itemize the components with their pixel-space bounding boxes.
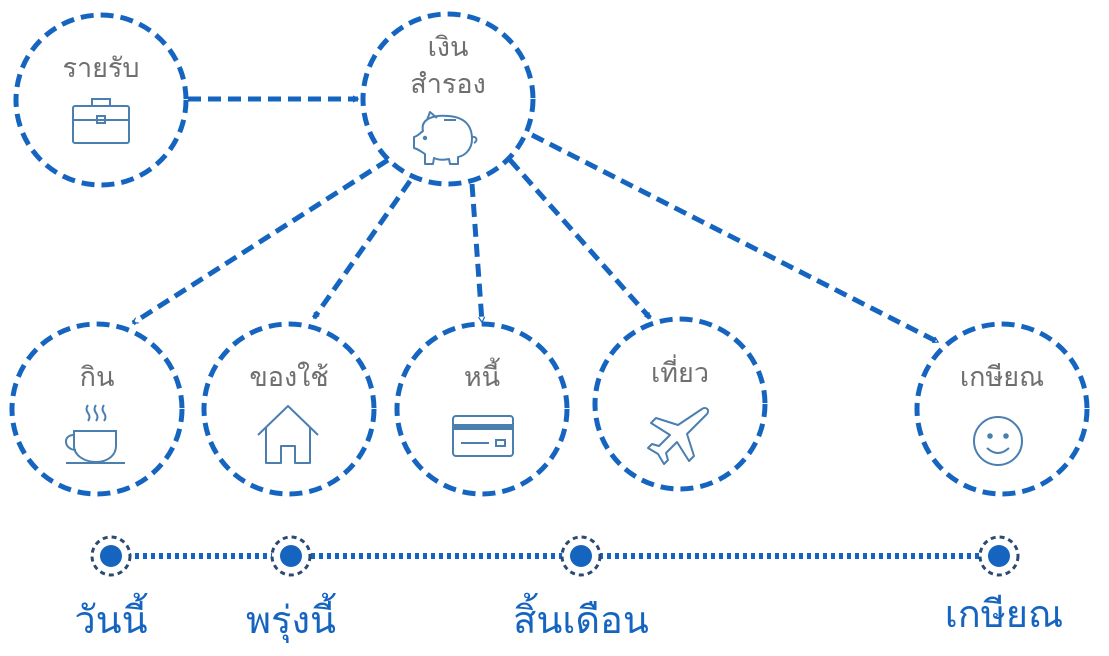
airplane-icon (647, 406, 710, 465)
timeline-label-tomorrow: พรุ่งนี้ (246, 598, 336, 642)
smiley-icon (973, 416, 1023, 466)
timeline-label-retirement: เกษียณ (944, 592, 1064, 636)
credit-card-icon (452, 415, 514, 457)
timeline-marker-retirement (978, 535, 1020, 577)
supplies-label: ของใช้ (249, 362, 329, 393)
timeline-label-today: วันนี้ (74, 598, 148, 642)
arrow-savings-to-eat (131, 157, 390, 326)
savings-label-line1: เงิน (427, 32, 469, 63)
savings-label-line2: สำรอง (410, 69, 486, 100)
arrow-savings-to-supplies (311, 179, 413, 320)
arrow-savings-to-retire (530, 132, 940, 345)
piggy-bank-icon (413, 111, 478, 165)
eat-label: กิน (79, 362, 115, 393)
house-icon (257, 405, 319, 464)
retire-label: เกษียณ (959, 362, 1045, 393)
timeline-label-month-end: สิ้นเดือน (513, 598, 649, 642)
timeline-marker-tomorrow (270, 535, 312, 577)
arrow-savings-to-travel (508, 158, 652, 320)
travel-node-circle (592, 316, 768, 492)
timeline-marker-today (90, 535, 132, 577)
briefcase-icon (72, 98, 130, 144)
eat-node-circle (9, 321, 185, 497)
savings-node-circle (360, 11, 536, 187)
debt-node-circle (394, 321, 570, 497)
travel-label: เที่ยว (650, 358, 709, 389)
retire-node-circle (914, 321, 1090, 497)
timeline-marker-month-end (560, 535, 602, 577)
supplies-node-circle (201, 321, 377, 497)
income-label: รายรับ (62, 53, 140, 84)
arrow-savings-to-debt (469, 183, 486, 323)
debt-label: หนี้ (463, 362, 501, 393)
coffee-cup-icon (65, 404, 125, 464)
income-node-circle (13, 12, 189, 188)
